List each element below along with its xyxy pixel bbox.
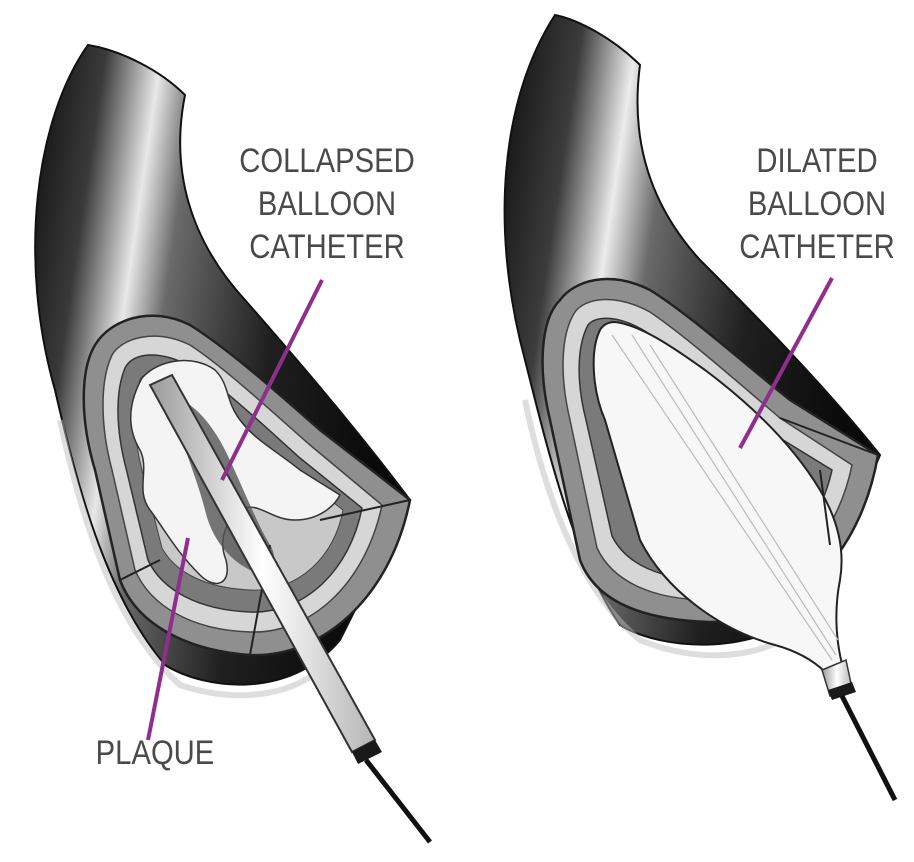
collapsed-label-line2: BALLOON [237,183,418,225]
dilated-label-line2: BALLOON [734,183,901,225]
plaque-label: PLAQUE [82,732,228,774]
collapsed-label-line1: COLLAPSED [237,140,418,182]
collapsed-label-line3: CATHETER [237,226,418,268]
dilated-label-line3: CATHETER [734,226,901,268]
left-guide-wire [366,760,430,842]
right-vessel [505,15,895,800]
right-guide-wire [842,696,895,800]
dilated-label-line1: DILATED [734,140,901,182]
